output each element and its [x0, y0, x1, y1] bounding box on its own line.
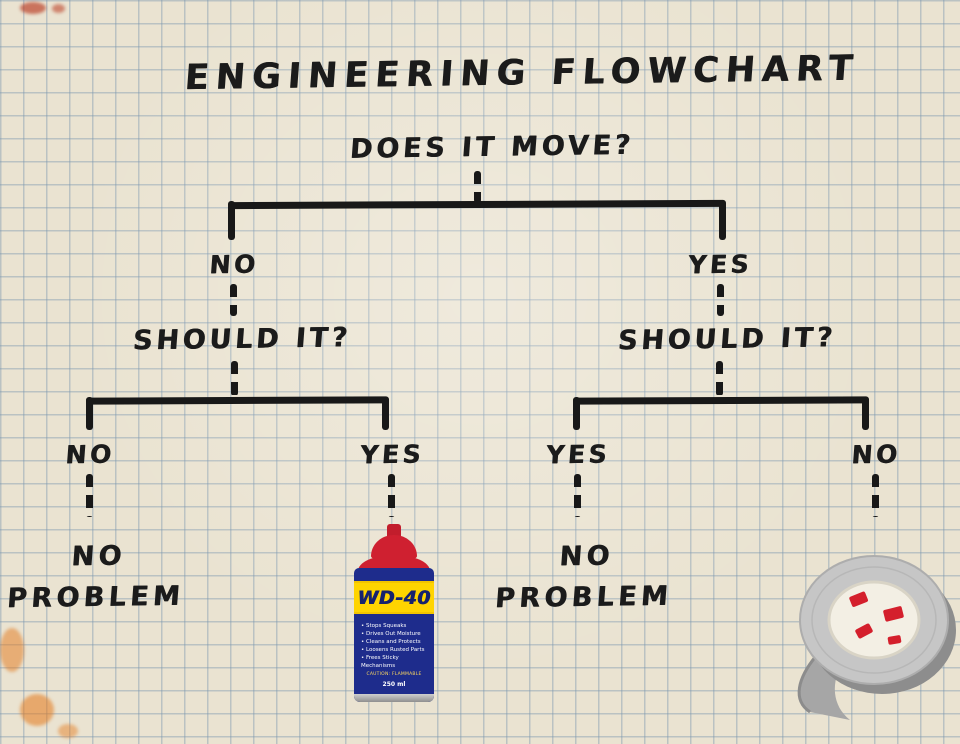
wd40-shoulder: [358, 555, 430, 571]
tape-logo-mark: [849, 591, 868, 607]
connector-main-left-stub: [228, 201, 235, 240]
paper-stain: [20, 694, 54, 726]
left-outcome: NO PROBLEM: [5, 535, 189, 619]
connector-right-bar-stub-b: [862, 397, 869, 430]
connector-left-bar: [85, 396, 390, 405]
left-question: SHOULD IT?: [131, 322, 353, 357]
page-title: ENGINEERING FLOWCHART: [183, 48, 861, 99]
wd40-caution: CAUTION: FLAMMABLE: [366, 672, 422, 677]
left-outcome-line2: PROBLEM: [5, 580, 186, 615]
right-outcome-line2: PROBLEM: [493, 580, 674, 615]
wd40-feature: • Loosens Rusted Parts: [361, 647, 425, 653]
paper-stain: [0, 628, 24, 672]
wd40-nozzle: [387, 524, 401, 537]
right-outcome-line1: NO: [558, 540, 615, 573]
connector-main-right-stub: [719, 201, 726, 240]
connector-right-question: [716, 361, 723, 396]
connector-left-yes: [388, 474, 395, 517]
connector-left-bar-stub-a: [86, 397, 93, 430]
wd40-feature: • Stops Squeaks: [361, 623, 407, 629]
right-no-label: NO: [850, 439, 902, 470]
right-outcome: NO PROBLEM: [493, 535, 677, 619]
connector-left-no: [86, 474, 93, 517]
wd40-logo: WD-40: [357, 586, 431, 609]
connector-right-no: [872, 474, 879, 517]
right-yes-label: YES: [545, 439, 611, 470]
connector-right-bar: [572, 396, 870, 405]
tape-logo-mark: [883, 606, 904, 622]
connector-left-question: [231, 361, 238, 396]
paper-stain: [58, 724, 78, 738]
left-outcome-line1: NO: [70, 540, 127, 573]
connector-root: [474, 171, 481, 203]
wd40-body: WD-40 • Stops Squeaks • Drives Out Moist…: [354, 568, 434, 702]
wd40-size: 250 ml: [382, 681, 406, 688]
paper-stain: [52, 4, 65, 13]
wd40-rim: [354, 694, 434, 702]
wd40-feature: • Frees Sticky Mechanisms: [361, 655, 399, 669]
connector-right-yes: [574, 474, 581, 517]
duct-tape-image: [788, 528, 960, 724]
wd40-feature-list: • Stops Squeaks • Drives Out Moisture • …: [361, 622, 431, 670]
left-yes-label: YES: [359, 439, 425, 470]
connector-left-answer: [230, 284, 237, 316]
branch-left-answer: NO: [208, 249, 260, 280]
tape-logo-mark: [855, 623, 873, 639]
paper-stain: [20, 2, 46, 14]
wd40-feature: • Drives Out Moisture: [361, 631, 421, 637]
root-question: DOES IT MOVE?: [348, 129, 636, 165]
wd40-can-image: WD-40 • Stops Squeaks • Drives Out Moist…: [352, 524, 436, 702]
right-question: SHOULD IT?: [616, 322, 838, 357]
connector-right-bar-stub-a: [573, 397, 580, 430]
wd40-feature: • Cleans and Protects: [361, 639, 421, 645]
connector-right-answer: [717, 284, 724, 316]
left-no-label: NO: [64, 439, 116, 470]
connector-main-bar: [227, 199, 727, 210]
connector-left-bar-stub-b: [382, 397, 389, 430]
duct-tape-svg: [797, 555, 956, 720]
tape-logo-mark: [887, 635, 902, 645]
wd40-logo-band: WD-40: [354, 581, 434, 614]
branch-right-answer: YES: [687, 249, 753, 280]
